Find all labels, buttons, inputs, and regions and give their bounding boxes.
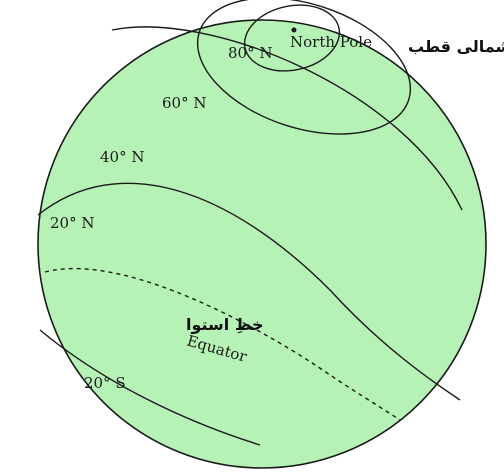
north-pole-label: North Pole	[290, 33, 372, 51]
equator-urdu-label: خطِ استوا	[186, 315, 264, 334]
lat-80n-label: 80° N	[228, 44, 272, 62]
lat-20n-label: 20° N	[50, 214, 94, 232]
latitude-80n-line	[243, 4, 341, 72]
equator-line	[44, 267, 401, 421]
north-pole-dot	[291, 27, 297, 33]
globe-sphere	[37, 19, 487, 469]
latitude-40n-line	[111, 26, 463, 211]
lat-20s-label: 20° S	[84, 374, 126, 392]
latitude-20n-line	[37, 182, 461, 401]
lat-60n-label: 60° N	[162, 94, 206, 112]
lat-40n-label: 40° N	[100, 148, 144, 166]
latitude-20s-line	[39, 329, 261, 446]
north-pole-urdu-label: شمالی قطب	[408, 37, 504, 56]
